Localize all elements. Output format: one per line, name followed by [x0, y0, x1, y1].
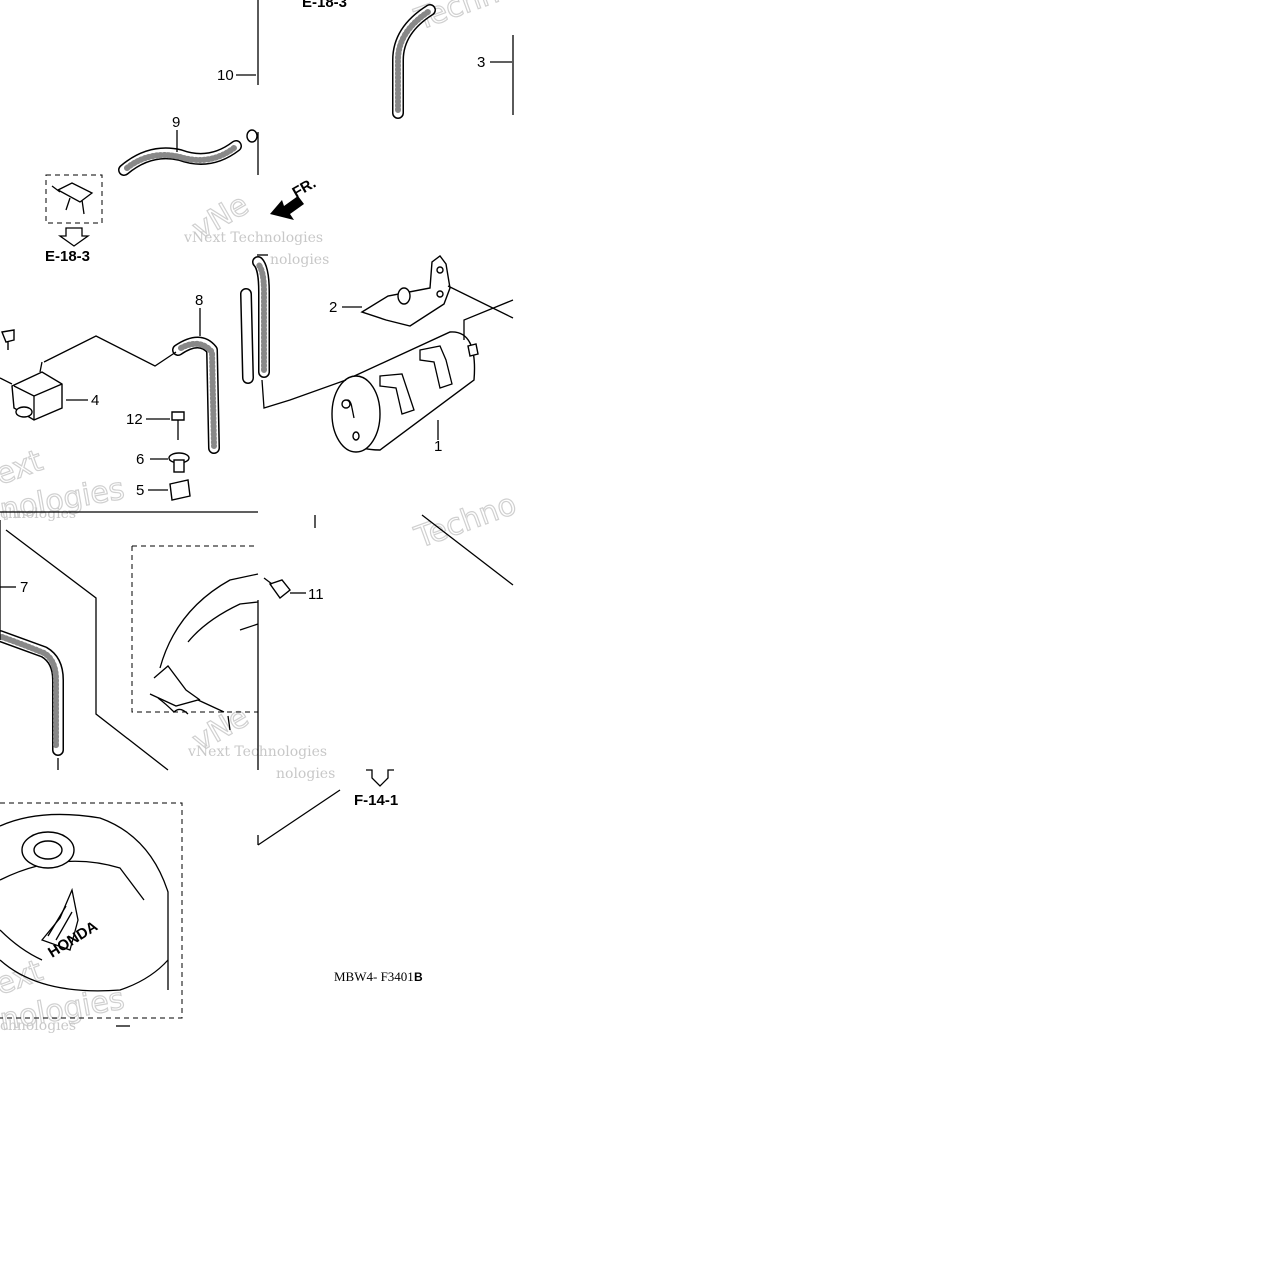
callout-labels: 1 2 3 4 5 6 7 8 9 10 11 12 — [20, 54, 485, 603]
part-11-bolt — [263, 577, 306, 600]
callout-7: 7 — [20, 579, 28, 596]
callout-10: 10 — [217, 67, 234, 84]
callout-8: 8 — [195, 292, 203, 309]
tank-brand-label: HONDA — [45, 918, 101, 962]
watermark-layer: Techno Techno vNe vNe ext ext nologies n… — [0, 0, 522, 1038]
callout-3: 3 — [477, 54, 485, 71]
part-4-valve — [0, 329, 177, 421]
part-3-hose — [392, 4, 512, 119]
callout-1: 1 — [434, 438, 442, 455]
watermark-techno-mid: Techno — [410, 487, 521, 556]
callout-2: 2 — [329, 299, 337, 316]
watermark-brand-bottom: vNext Technologies — [187, 744, 327, 760]
callout-11: 11 — [308, 586, 324, 603]
callout-9: 9 — [172, 114, 180, 131]
reference-top: E-18-3 — [302, 0, 347, 11]
small-hardware — [146, 411, 191, 501]
part-1-canister — [261, 299, 514, 453]
three-way-joint-ref — [45, 174, 103, 247]
part-2-bracket — [342, 255, 514, 327]
figure-code-main: MBW4- F3401 — [334, 969, 414, 984]
callout-5: 5 — [136, 482, 144, 499]
reference-left: E-18-3 — [45, 248, 90, 265]
sheet-edges — [0, 0, 514, 770]
reference-labels: E-18-3 E-18-3 F-14-1 — [45, 0, 398, 809]
watermark-part-bottom: nologies — [276, 766, 335, 782]
watermark-part-top: nologies — [270, 252, 329, 268]
front-direction-label: FR. — [290, 175, 319, 202]
side-cover-ref — [131, 545, 394, 846]
watermark-chno-bottom: chnologies — [0, 1018, 76, 1034]
callout-6: 6 — [136, 451, 144, 468]
figure-code: MBW4- F3401 B — [334, 969, 423, 984]
callout-12: 12 — [126, 411, 143, 428]
watermark-chno-left: chnologies — [0, 506, 76, 522]
part-9-hose — [118, 129, 258, 176]
center-hoses — [240, 254, 270, 384]
part-8-hose — [172, 308, 220, 454]
part-7-hose — [0, 520, 169, 771]
figure-code-suffix: B — [414, 970, 423, 984]
callout-4: 4 — [91, 392, 99, 409]
front-direction-arrow: FR. — [270, 175, 319, 220]
watermark-brand-top: vNext Technologies — [183, 230, 323, 246]
reference-bottom: F-14-1 — [354, 792, 398, 809]
